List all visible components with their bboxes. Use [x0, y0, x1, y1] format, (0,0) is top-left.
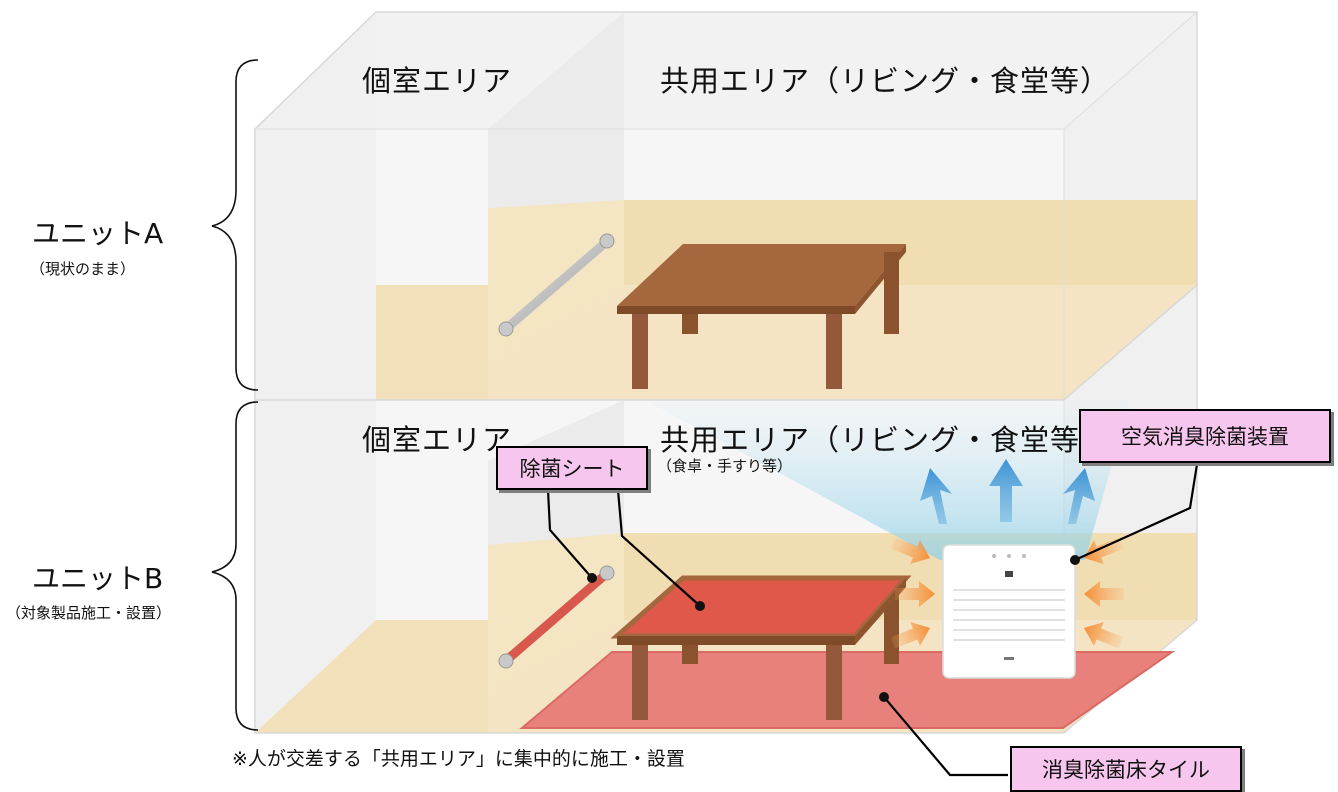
unit-a-note: （現状のまま） — [30, 260, 136, 278]
unit-a-table — [617, 244, 906, 389]
unit-b-table — [610, 575, 912, 720]
air-purifier-device — [942, 544, 1076, 679]
unit-b-brace — [211, 401, 259, 731]
unit-b-private-area-label: 個室エリア — [362, 423, 513, 457]
unit-b-label: ユニットB — [32, 562, 164, 595]
unit-b-handrail — [498, 565, 615, 669]
unit-a-shared-area-label: 共用エリア（リビング・食堂等） — [660, 64, 1111, 98]
unit-a-handrail — [498, 233, 615, 337]
unit-a-label: ユニットA — [32, 217, 164, 250]
air-device-callout: 空気消臭除菌装置 — [1079, 409, 1331, 463]
leader-lines — [546, 457, 1200, 777]
unit-a-brace — [211, 59, 259, 391]
footnote: ※人が交差する「共用エリア」に集中的に施工・設置 — [232, 748, 685, 770]
sheet-targets-note: （食卓・手すり等） — [657, 457, 793, 475]
floor-tile-callout: 消臭除菌床タイル — [1010, 746, 1242, 792]
unit-b-note: （対象製品施工・設置） — [6, 604, 172, 622]
unit-b-shared-area-label: 共用エリア（リビング・食堂等） — [660, 423, 1111, 457]
airflow-up-arrows — [920, 459, 1095, 524]
sterilization-sheet-callout: 除菌シート — [496, 446, 648, 490]
leader-dots — [587, 555, 1080, 702]
unit-a-private-area-label: 個室エリア — [362, 64, 513, 98]
